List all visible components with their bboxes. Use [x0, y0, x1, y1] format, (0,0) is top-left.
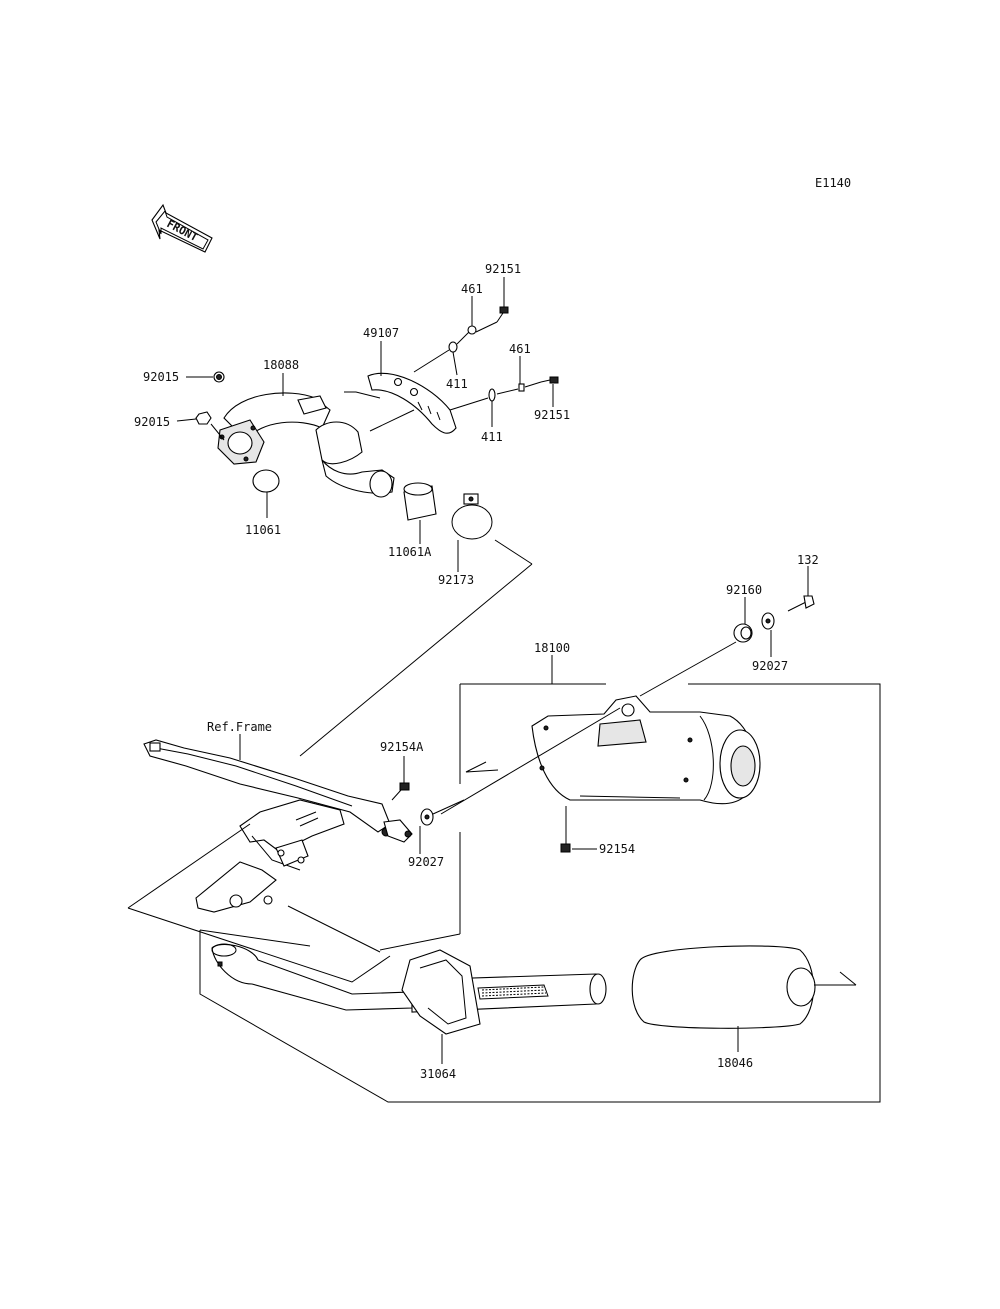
gasket-11061	[252, 469, 280, 493]
front-arrow-icon: FRONT	[151, 203, 213, 253]
header-pipe-18088	[217, 392, 395, 498]
label-92151-top: 92151	[485, 262, 521, 276]
clamp-92173	[451, 493, 493, 540]
label-411-right: 411	[481, 430, 503, 444]
label-92160: 92160	[726, 583, 762, 597]
label-92151-right: 92151	[534, 408, 570, 422]
label-11061A: 11061A	[388, 545, 432, 559]
heat-guard-49107	[367, 372, 457, 434]
label-18088: 18088	[263, 358, 299, 372]
sleeve-11061A	[403, 482, 437, 521]
label-31064: 31064	[420, 1067, 456, 1081]
bolt-92154A	[391, 782, 410, 801]
nut-461-top	[467, 325, 477, 335]
label-ref-frame: Ref.Frame	[207, 720, 272, 734]
label-18046: 18046	[717, 1056, 753, 1070]
label-92173: 92173	[438, 573, 474, 587]
label-411-top: 411	[446, 377, 468, 391]
label-92154A: 92154A	[380, 740, 424, 754]
packing-18046	[631, 945, 816, 1029]
ref-frame	[143, 739, 413, 913]
label-461-top: 461	[461, 282, 483, 296]
label-461-right: 461	[509, 342, 531, 356]
label-11061: 11061	[245, 523, 281, 537]
collar-92160	[733, 623, 753, 643]
label-92015-top: 92015	[143, 370, 179, 384]
label-92015-bottom: 92015	[134, 415, 170, 429]
bolt-92151-right	[540, 376, 559, 384]
inner-pipe-31064	[211, 943, 607, 1035]
label-92154: 92154	[599, 842, 635, 856]
washer-411-right	[488, 388, 496, 402]
label-92027-mid: 92027	[408, 855, 444, 869]
bolt-132	[787, 595, 815, 612]
bolt-92151-top	[496, 306, 509, 323]
nut-92015-bottom	[195, 411, 212, 425]
label-132: 132	[797, 553, 819, 567]
muffler-18100	[531, 695, 761, 805]
label-18100: 18100	[534, 641, 570, 655]
washer-411-top	[448, 341, 458, 353]
label-92027-top: 92027	[752, 659, 788, 673]
nut-461-right	[518, 383, 525, 392]
diagram-code: E1140	[815, 176, 851, 190]
label-49107: 49107	[363, 326, 399, 340]
bolt-92154	[560, 806, 571, 853]
